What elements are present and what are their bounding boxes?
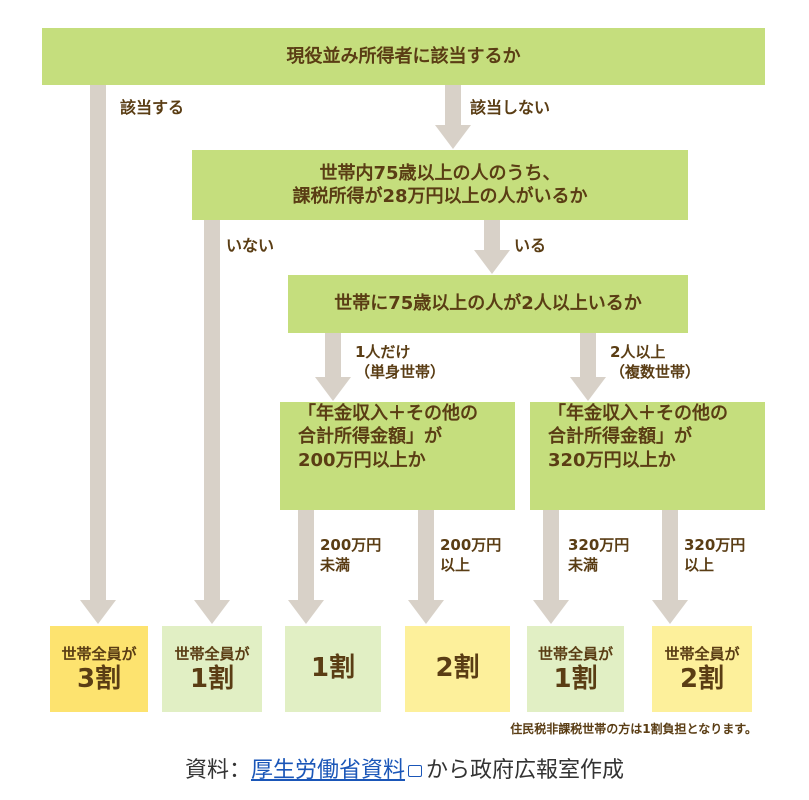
- result-main: 3割: [76, 663, 122, 694]
- question-text-line2: 合計所得金額」が: [548, 426, 692, 448]
- result-main: 1割: [553, 663, 598, 694]
- question-text-line2: 合計所得金額」が: [298, 426, 442, 448]
- label-q3-single: 1人だけ （単身世帯）: [355, 343, 446, 381]
- question-text-line1: 「年金収入＋その他の: [548, 403, 728, 424]
- label-q4b-under: 320万円 未満: [568, 536, 630, 574]
- result-box-all-1wari-multi: 世帯全員が 1割: [527, 626, 624, 712]
- result-box-all-3wari: 世帯全員が 3割: [50, 626, 148, 712]
- result-sub: 世帯全員が: [174, 644, 250, 663]
- result-box-all-1wari: 世帯全員が 1割: [162, 626, 262, 712]
- result-box-1wari: 1割: [285, 626, 381, 712]
- arrow-q2-no: [204, 220, 220, 601]
- question-text: 世帯に75歳以上の人が2人以上いるか: [334, 293, 642, 315]
- result-sub: 世帯全員が: [61, 644, 137, 663]
- question-box-household-count: 世帯に75歳以上の人が2人以上いるか: [288, 275, 688, 333]
- arrow-head-icon: [80, 600, 116, 624]
- result-box-all-2wari: 世帯全員が 2割: [652, 626, 752, 712]
- question-text-line2: 課税所得が28万円以上の人がいるか: [292, 186, 588, 207]
- question-box-taxable-income: 世帯内75歳以上の人のうち、 課税所得が28万円以上の人がいるか: [192, 150, 688, 220]
- question-box-income-320: 「年金収入＋その他の 合計所得金額」が 320万円以上か: [530, 402, 765, 510]
- arrow-q1-no: [445, 85, 461, 125]
- result-main: 1割: [189, 663, 235, 694]
- arrow-head-icon: [533, 600, 569, 624]
- arrow-q4a-under: [298, 510, 314, 601]
- label-q2-yes: いる: [514, 236, 547, 255]
- external-link-icon: [408, 765, 422, 777]
- arrow-head-icon: [315, 377, 351, 401]
- source-prefix: 資料：: [184, 758, 251, 783]
- source-caption: 資料：厚生労働省資料から政府広報室作成: [0, 752, 809, 784]
- label-q4b-over: 320万円 以上: [684, 536, 746, 574]
- arrow-head-icon: [288, 600, 324, 624]
- arrow-q4b-under: [543, 510, 559, 601]
- label-q1-yes: 該当する: [120, 98, 185, 117]
- arrow-head-icon: [435, 125, 471, 149]
- arrow-q4b-over: [662, 510, 678, 601]
- arrow-q3-multiple: [580, 333, 596, 378]
- question-text-line1: 「年金収入＋その他の: [298, 403, 478, 424]
- result-sub: 世帯全員が: [537, 644, 613, 663]
- result-sub: 世帯全員が: [664, 644, 740, 663]
- source-suffix: から政府広報室作成: [426, 758, 625, 783]
- arrow-head-icon: [408, 600, 444, 624]
- arrow-q2-yes: [484, 220, 500, 250]
- label-q3-multiple: 2人以上 （複数世帯）: [610, 343, 701, 381]
- arrow-head-icon: [474, 250, 510, 274]
- result-box-2wari: 2割: [405, 626, 510, 712]
- result-main: 1割: [310, 653, 356, 684]
- question-text-line3: 200万円以上か: [298, 449, 426, 471]
- arrow-head-icon: [652, 600, 688, 624]
- arrow-q3-single: [325, 333, 341, 378]
- footnote: 住民税非課税世帯の方は1割負担となります。: [510, 722, 757, 736]
- arrow-head-icon: [194, 600, 230, 624]
- result-main: 2割: [679, 663, 725, 694]
- label-q4a-over: 200万円 以上: [440, 536, 502, 574]
- arrow-q1-yes: [90, 85, 106, 601]
- label-q2-no: いない: [226, 236, 275, 255]
- question-text-line3: 320万円以上か: [548, 449, 676, 471]
- question-box-current-income: 現役並み所得者に該当するか: [42, 28, 765, 85]
- label-q1-no: 該当しない: [470, 98, 551, 117]
- arrow-q4a-over: [418, 510, 434, 601]
- source-link[interactable]: 厚生労働省資料: [250, 758, 405, 783]
- question-text-line1: 世帯内75歳以上の人のうち、: [319, 162, 561, 184]
- arrow-head-icon: [570, 377, 606, 401]
- question-box-income-200: 「年金収入＋その他の 合計所得金額」が 200万円以上か: [280, 402, 515, 510]
- label-q4a-under: 200万円 未満: [320, 536, 382, 574]
- result-main: 2割: [435, 653, 480, 684]
- question-text: 現役並み所得者に該当するか: [286, 45, 521, 67]
